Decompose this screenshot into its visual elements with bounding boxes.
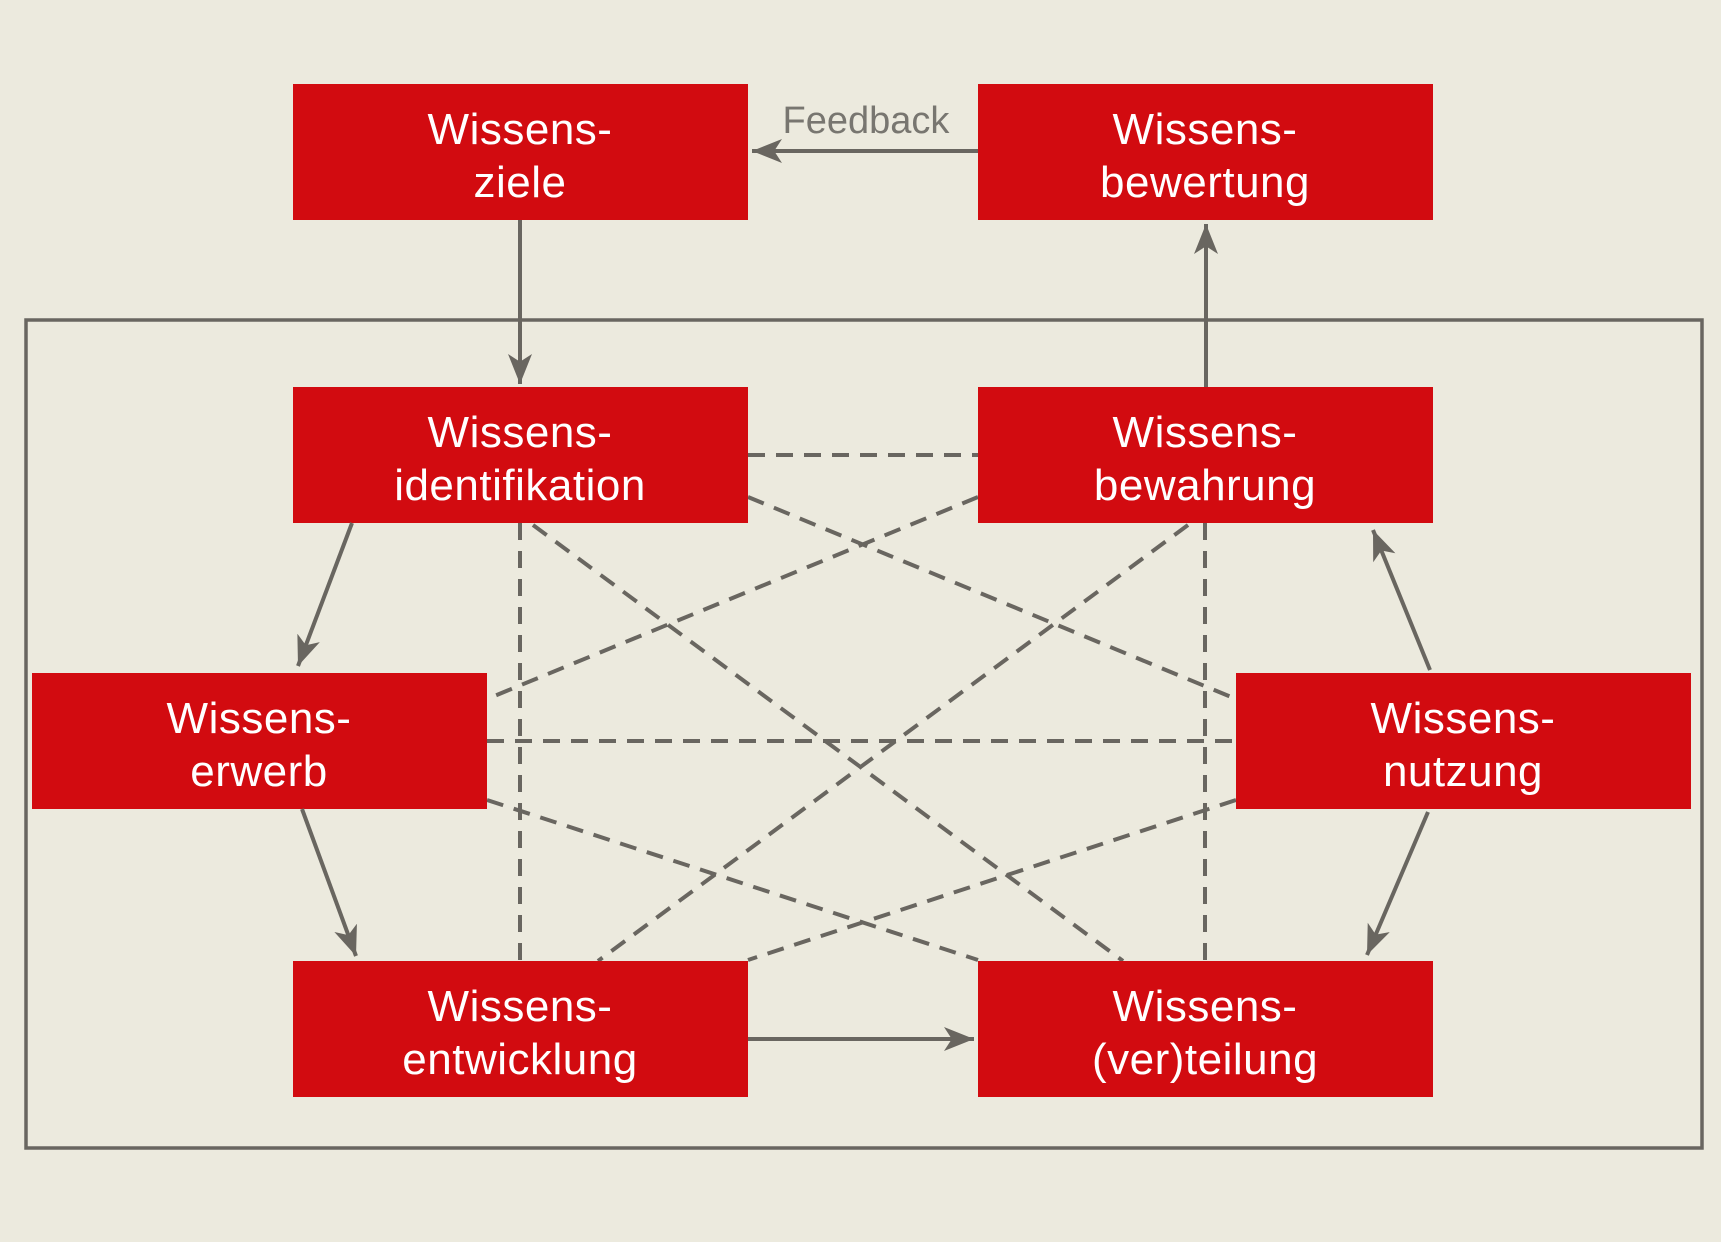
dashed-link-erwerb-verteilung <box>486 798 979 962</box>
node-wissensentwicklung-box <box>293 961 748 1097</box>
node-wissensverteilung-label-line2: (ver)teilung <box>1092 1035 1318 1084</box>
node-wissensziele: Wissens- ziele <box>293 84 748 220</box>
node-wissensnutzung: Wissens- nutzung <box>1236 673 1691 809</box>
node-wissenserwerb-label-line2: erwerb <box>190 747 328 796</box>
node-wissensbewahrung-box <box>978 387 1433 523</box>
node-wissensziele-box <box>293 84 748 220</box>
node-wissensbewertung-box <box>978 84 1433 220</box>
arrow-nutzung-to-bewahrung <box>1371 529 1432 671</box>
node-wissenserwerb: Wissens- erwerb <box>32 673 487 809</box>
dashed-link-identifikation-nutzung <box>747 495 1237 701</box>
arrow-identifikation-to-erwerb <box>296 522 354 667</box>
node-wissensbewertung-label-line1: Wissens- <box>1113 105 1298 154</box>
node-wissensziele-label-line1: Wissens- <box>428 105 613 154</box>
node-wissensidentifikation-label-line1: Wissens- <box>428 408 613 457</box>
node-wissensverteilung-label-line1: Wissens- <box>1113 982 1298 1031</box>
node-wissensbewahrung: Wissens- bewahrung <box>978 387 1433 523</box>
node-wissensentwicklung: Wissens- entwicklung <box>293 961 748 1097</box>
node-layer: Wissens- ziele Wissens- bewertung Wissen… <box>32 84 1691 1097</box>
node-wissensidentifikation-label-line2: identifikation <box>394 461 646 510</box>
inner-process-frame <box>24 318 1704 1150</box>
node-wissensverteilung: Wissens- (ver)teilung <box>978 961 1433 1097</box>
node-wissensnutzung-label-line2: nutzung <box>1383 747 1543 796</box>
node-wissensnutzung-label-line1: Wissens- <box>1371 694 1556 743</box>
node-wissensidentifikation-box <box>293 387 748 523</box>
node-wissensbewahrung-label-line1: Wissens- <box>1113 408 1298 457</box>
dashed-link-nutzung-entwicklung <box>747 798 1237 962</box>
node-wissenserwerb-box <box>32 673 487 809</box>
arrow-layer <box>296 139 1432 1051</box>
node-wissensverteilung-box <box>978 961 1433 1097</box>
feedback-label: Feedback <box>783 100 951 142</box>
node-wissensbewahrung-label-line2: bewahrung <box>1094 461 1316 510</box>
node-wissensnutzung-box <box>1236 673 1691 809</box>
node-wissensziele-label-line2: ziele <box>474 158 567 207</box>
dashed-link-layer <box>486 453 1237 963</box>
dashed-link-bewahrung-erwerb <box>486 495 979 701</box>
node-wissensbewertung-label-line2: bewertung <box>1100 158 1310 207</box>
arrow-nutzung-to-verteilung <box>1365 811 1430 956</box>
node-wissensentwicklung-label-line2: entwicklung <box>402 1035 637 1084</box>
node-wissensidentifikation: Wissens- identifikation <box>293 387 748 523</box>
node-wissensbewertung: Wissens- bewertung <box>978 84 1433 220</box>
arrow-erwerb-to-entwicklung <box>300 808 358 957</box>
node-wissenserwerb-label-line1: Wissens- <box>167 694 352 743</box>
node-wissensentwicklung-label-line1: Wissens- <box>428 982 613 1031</box>
